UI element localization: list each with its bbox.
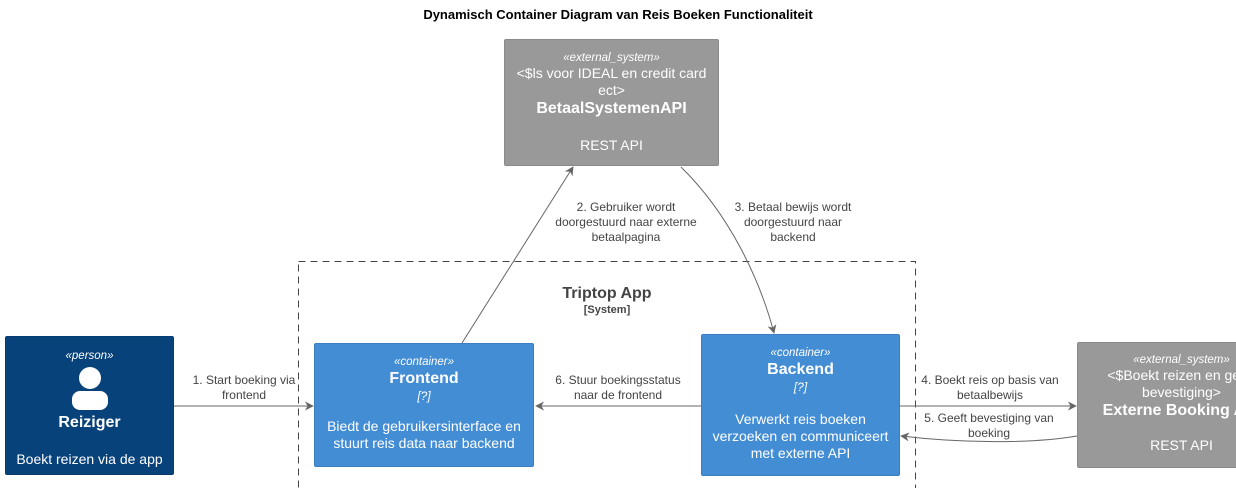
container-backend[interactable]: «container» Backend [?] Verwerkt reis bo… bbox=[701, 334, 900, 476]
external-booking-api[interactable]: «external_system» <$Boekt reizen en geef… bbox=[1077, 342, 1236, 468]
system-boundary bbox=[298, 261, 916, 488]
person-reiziger[interactable]: «person» Reiziger Boekt reizen via de ap… bbox=[5, 336, 174, 475]
booking-name: Externe Booking API bbox=[1102, 402, 1236, 419]
diagram-title: Dynamisch Container Diagram van Reis Boe… bbox=[423, 7, 813, 22]
edge-2-label: 2. Gebruiker wordt doorgestuurd naar ext… bbox=[555, 200, 697, 244]
boundary-name: Triptop App bbox=[562, 285, 652, 302]
container-frontend[interactable]: «container» Frontend [?] Biedt de gebrui… bbox=[314, 343, 534, 467]
boundary-type: [System] bbox=[583, 304, 631, 316]
frontend-description: Biedt de gebruikersinterface en stuurt r… bbox=[327, 418, 521, 451]
edge-2-line bbox=[461, 166, 574, 344]
reiziger-description: Boekt reizen via de app bbox=[16, 451, 163, 467]
reiziger-stereotype: «person» bbox=[65, 350, 114, 362]
betaal-technology: REST API bbox=[580, 137, 643, 153]
backend-description: Verwerkt reis boeken verzoeken en commun… bbox=[712, 411, 889, 461]
backend-technology: [?] bbox=[793, 380, 808, 394]
backend-name: Backend bbox=[767, 361, 834, 378]
frontend-stereotype: «container» bbox=[393, 356, 455, 368]
person-icon bbox=[71, 367, 108, 410]
betaal-name: BetaalSystemenAPI bbox=[536, 100, 687, 117]
reiziger-name: Reiziger bbox=[58, 414, 121, 431]
frontend-name: Frontend bbox=[389, 370, 459, 387]
external-betaalsystemen-api[interactable]: «external_system» <$ls voor IDEAL en cre… bbox=[504, 39, 719, 166]
edge-6-label: 6. Stuur boekingsstatus naar de frontend bbox=[555, 373, 681, 402]
betaal-stereotype: «external_system» bbox=[563, 52, 660, 64]
booking-stereotype: «external_system» bbox=[1133, 354, 1230, 366]
edge-5-label: 5. Geeft bevestiging van boeking bbox=[924, 411, 1054, 440]
betaal-description: <$ls voor IDEAL en credit card ect> bbox=[516, 65, 707, 98]
edge-1-label: 1. Start boeking via frontend bbox=[192, 373, 296, 402]
booking-description: <$Boekt reizen en geeft bevestiging> bbox=[1107, 367, 1236, 400]
frontend-technology: [?] bbox=[417, 389, 431, 403]
backend-stereotype: «container» bbox=[770, 347, 831, 359]
edge-5-line bbox=[900, 432, 1078, 443]
edge-3-line bbox=[680, 166, 777, 334]
booking-technology: REST API bbox=[1150, 437, 1213, 453]
edge-4-label: 4. Boekt reis op basis van betaalbewijs bbox=[921, 373, 1059, 402]
edge-3-label: 3. Betaal bewijs wordt doorgestuurd naar… bbox=[734, 200, 852, 244]
